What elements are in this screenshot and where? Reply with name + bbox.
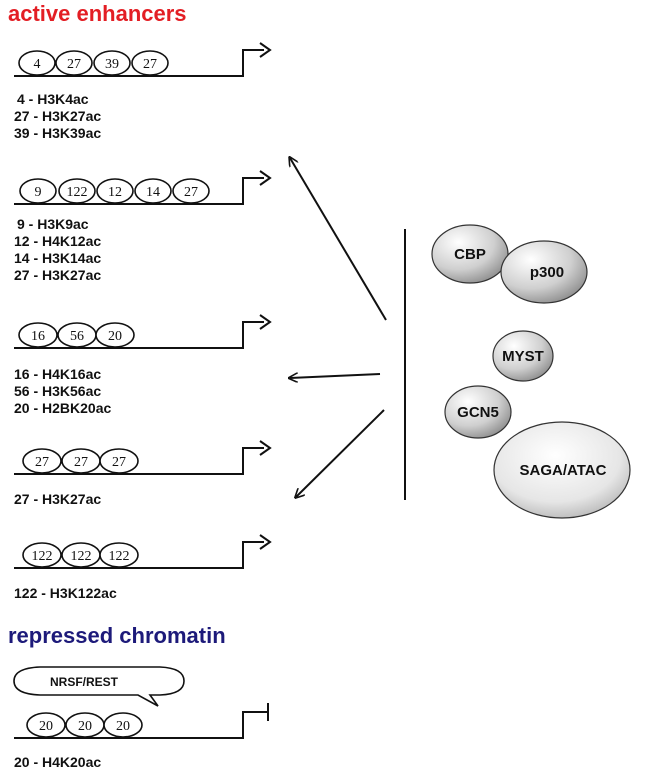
mark-label: 20: [116, 719, 130, 734]
arrow-to-group-3: [290, 374, 381, 378]
nucleosome-mark: [58, 178, 96, 204]
legend-group-1: 4 - H3K4ac 27 - H3K27ac 39 - H3K39ac: [14, 91, 101, 142]
nucleosome-mark: [22, 448, 62, 474]
nucleosome-mark: [95, 322, 135, 348]
mark-label: 56: [70, 329, 84, 344]
legend-item: 20 - H4K20ac: [14, 754, 102, 770]
gcn5-shape: [444, 385, 512, 439]
arrow-to-group-2: [290, 158, 387, 321]
gene-tracks: 4 27 39 27 9 122 12 14 27 16 56 20 27 27 27 122 122 122 20…: [13, 42, 272, 739]
legend-item: 14 - H3K14ac: [14, 250, 102, 266]
nrsf-rest-repressor: [13, 666, 185, 707]
saga-atac-label: SAGA/ATAC: [520, 462, 607, 479]
mark-label: 20: [39, 719, 53, 734]
gene-track-group-2: 9 122 12 14 27: [14, 170, 272, 205]
mark-label: 122: [67, 185, 88, 200]
gene-track-repressed: 20 20 20 NRSF/REST: [13, 666, 269, 739]
legend-item: 122 - H3K122ac: [14, 585, 117, 601]
mark-label: 27: [74, 455, 88, 470]
legend-item: 27 - H3K27ac: [14, 491, 102, 507]
nucleosome-mark: [22, 542, 62, 568]
nucleosome-mark: [18, 322, 58, 348]
legend-item: 27 - H3K27ac: [14, 108, 102, 124]
cbp-label: CBP: [454, 246, 486, 263]
legend-item: 12 - H4K12ac: [14, 233, 102, 249]
legend-item: 4 - H3K4ac: [17, 91, 89, 107]
cbp-enzyme: CBP: [431, 224, 509, 284]
legend-item: 20 - H2BK20ac: [14, 400, 112, 416]
legend-item: 27 - H3K27ac: [14, 267, 102, 283]
mark-label: 4: [34, 57, 41, 72]
transcription-arrow-icon: [259, 42, 272, 58]
arrow-to-group-4: [296, 409, 385, 497]
nucleosome-mark: [99, 448, 139, 474]
nucleosome-mark: [103, 712, 143, 738]
legend-item: 56 - H3K56ac: [14, 383, 102, 399]
nucleosome-mark: [96, 178, 134, 204]
legend-item: 16 - H4K16ac: [14, 366, 102, 382]
nucleosome-mark: [26, 712, 66, 738]
p300-enzyme: p300: [500, 240, 588, 304]
saga-atac-shape: [493, 421, 631, 519]
legend-group-4: 27 - H3K27ac: [14, 491, 101, 508]
legend-item: 9 - H3K9ac: [17, 216, 89, 232]
gene-track-group-1: 4 27 39 27: [14, 42, 272, 77]
nucleosome-mark: [93, 50, 131, 76]
mark-label: 27: [184, 185, 198, 200]
gcn5-enzyme: GCN5: [444, 385, 512, 439]
mark-label: 122: [71, 549, 92, 564]
legend-item: 39 - H3K39ac: [14, 125, 102, 141]
transcription-arrow-icon: [259, 314, 272, 330]
active-enhancers-heading: active enhancers: [8, 1, 187, 26]
transcription-arrow-icon: [259, 440, 272, 456]
mark-label: 12: [108, 185, 122, 200]
gcn5-label: GCN5: [457, 404, 499, 421]
nucleosome-mark: [99, 542, 139, 568]
legend-group-2: 9 - H3K9ac 12 - H4K12ac 14 - H3K14ac 27 …: [14, 216, 101, 284]
mark-label: 27: [143, 57, 157, 72]
mark-label: 20: [108, 329, 122, 344]
mark-label: 16: [31, 329, 45, 344]
p300-label: p300: [530, 264, 564, 281]
repressed-chromatin-heading: repressed chromatin: [8, 623, 226, 648]
mark-label: 39: [105, 57, 119, 72]
nucleosome-mark: [134, 178, 172, 204]
nucleosome-mark: [172, 178, 210, 204]
mark-label: 9: [35, 185, 42, 200]
saga-atac-enzyme: SAGA/ATAC: [493, 421, 631, 519]
mark-label: 27: [67, 57, 81, 72]
myst-shape: [492, 330, 554, 382]
cbp-shape: [431, 224, 509, 284]
legend-group-3: 16 - H4K16ac 56 - H3K56ac 20 - H2BK20ac: [14, 366, 111, 417]
nrsf-rest-label: NRSF/REST: [50, 675, 119, 689]
legend-group-repressed: 20 - H4K20ac: [14, 754, 101, 771]
gene-track-group-3: 16 56 20: [14, 314, 272, 349]
gene-track-group-4: 27 27 27: [14, 440, 272, 475]
mark-label: 20: [78, 719, 92, 734]
gene-track-group-5: 122 122 122: [14, 534, 272, 569]
mark-label: 14: [146, 185, 160, 200]
nucleosome-mark: [131, 50, 169, 76]
nucleosome-mark: [55, 50, 93, 76]
mark-label: 27: [112, 455, 126, 470]
mark-label: 27: [35, 455, 49, 470]
p300-shape: [500, 240, 588, 304]
legend-group-5: 122 - H3K122ac: [14, 585, 117, 602]
mark-label: 122: [109, 549, 130, 564]
transcription-arrow-icon: [259, 534, 272, 550]
nucleosome-mark: [19, 178, 57, 204]
mark-label: 122: [32, 549, 53, 564]
transcription-arrow-icon: [259, 170, 272, 186]
nucleosome-mark: [18, 50, 56, 76]
myst-label: MYST: [502, 348, 544, 365]
myst-enzyme: MYST: [492, 330, 554, 382]
